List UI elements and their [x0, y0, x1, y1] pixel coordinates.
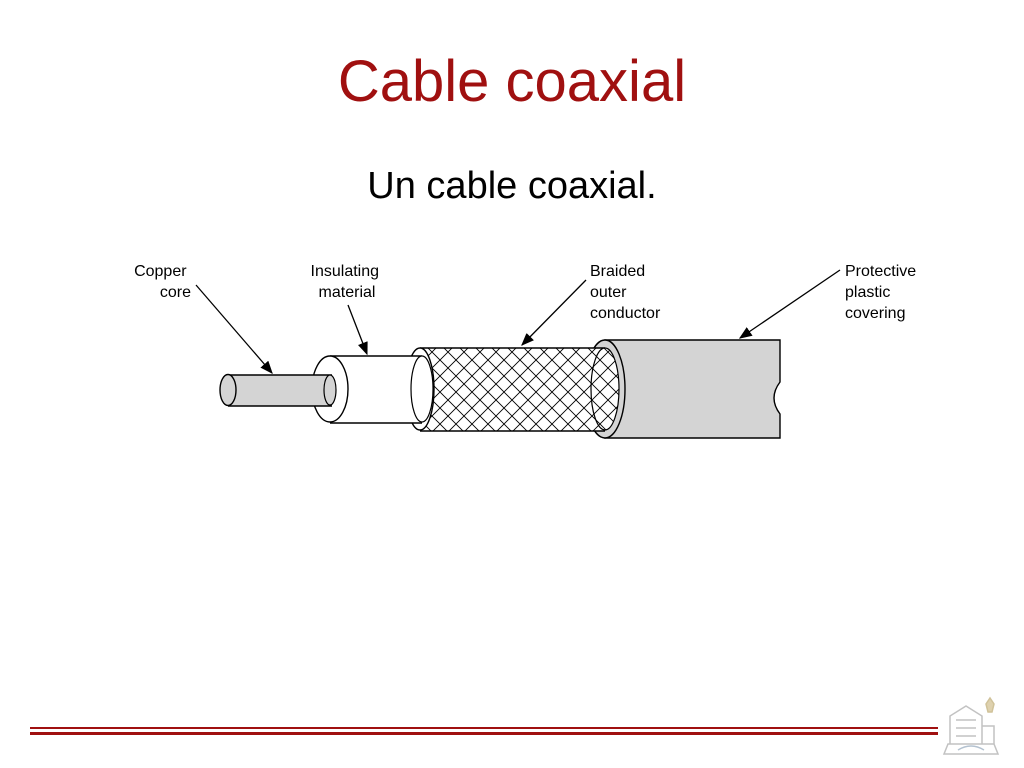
- insulating-material-pointer: [347, 304, 368, 356]
- slide-title: Cable coaxial: [337, 49, 687, 114]
- copper-core-label: Copper core: [134, 263, 191, 301]
- braided-conductor-label: Braided outer conductor: [590, 263, 661, 322]
- protective-covering-label: Protective plastic covering: [845, 263, 921, 322]
- protective-covering-pointer: [738, 269, 841, 339]
- institution-emblem: [942, 696, 1000, 755]
- footer-rule-bottom: [30, 732, 938, 735]
- slide-subtitle: Un cable coaxial.: [367, 165, 657, 207]
- braided-conductor: [405, 347, 620, 432]
- copper-core-pointer: [195, 284, 273, 374]
- footer-rule-top: [30, 727, 938, 729]
- braided-conductor-pointer: [521, 279, 587, 346]
- insulating-material-label: Insulating material: [311, 263, 384, 301]
- copper-core: [219, 373, 337, 407]
